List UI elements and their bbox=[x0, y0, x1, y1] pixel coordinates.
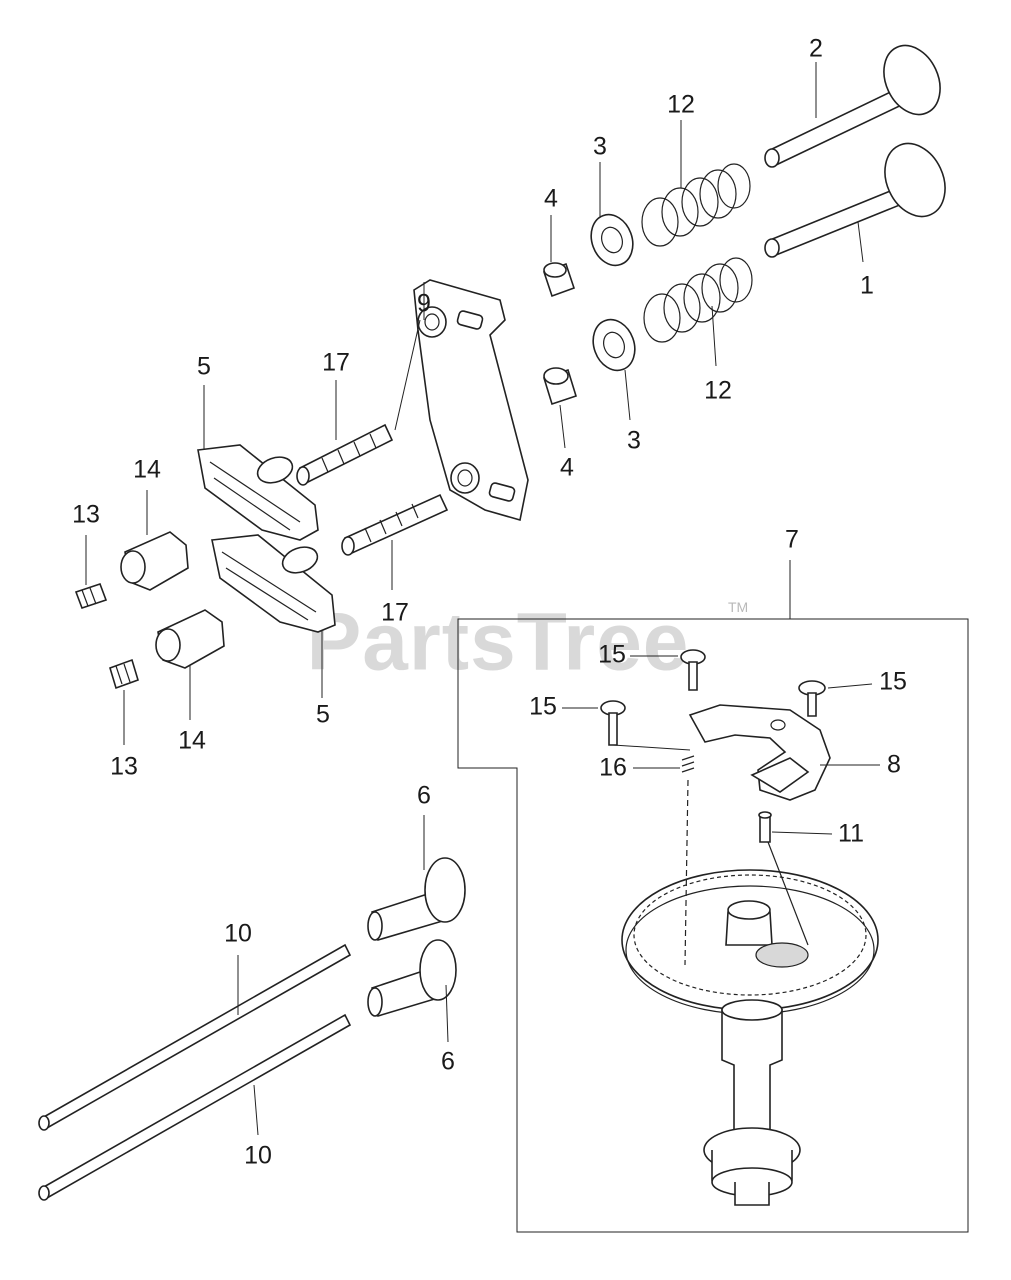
valve-spring-lower[interactable] bbox=[643, 257, 753, 343]
adjuster-nut-lower[interactable] bbox=[155, 609, 225, 669]
rocker-arm-upper[interactable] bbox=[197, 444, 319, 541]
tappet-upper[interactable] bbox=[367, 857, 466, 942]
leader-3b bbox=[624, 369, 631, 421]
valve-keeper-upper[interactable] bbox=[542, 262, 576, 298]
callout-7: 7 bbox=[785, 526, 799, 554]
adjuster-nut-upper[interactable] bbox=[120, 531, 189, 591]
rocker-stud-upper[interactable] bbox=[296, 423, 394, 486]
leader-11 bbox=[771, 831, 833, 835]
callout-13b: 13 bbox=[110, 753, 138, 781]
watermark-tm: TM bbox=[728, 599, 748, 615]
leader-15c-join bbox=[612, 744, 691, 751]
rocker-arm-lower[interactable] bbox=[211, 534, 336, 633]
valve-spring-upper[interactable] bbox=[641, 163, 751, 247]
spring-retainer-upper[interactable] bbox=[584, 209, 639, 272]
rivet-pin-a[interactable] bbox=[680, 649, 706, 691]
decomp-spring-16[interactable] bbox=[681, 755, 695, 966]
leader-17a-dash bbox=[394, 319, 421, 431]
leader-4b bbox=[559, 404, 566, 449]
callout-3a: 3 bbox=[593, 133, 607, 161]
callout-15b: 15 bbox=[879, 668, 907, 696]
rivet-pin-b[interactable] bbox=[798, 680, 826, 717]
callout-6b: 6 bbox=[441, 1048, 455, 1076]
callout-8: 8 bbox=[887, 751, 901, 779]
tappet-lower[interactable] bbox=[367, 939, 457, 1018]
callout-13a: 13 bbox=[72, 501, 100, 529]
callout-10a: 10 bbox=[224, 920, 252, 948]
callout-5b: 5 bbox=[316, 701, 330, 729]
callout-15c: 15 bbox=[529, 693, 557, 721]
callout-1: 1 bbox=[860, 272, 874, 300]
callout-4a: 4 bbox=[544, 185, 558, 213]
leader-6b bbox=[445, 984, 449, 1043]
guide-plate-9[interactable] bbox=[413, 279, 529, 522]
rivet-pin-c[interactable] bbox=[600, 700, 626, 746]
spring-retainer-lower[interactable] bbox=[586, 314, 641, 377]
valve-1[interactable] bbox=[764, 134, 956, 258]
adjust-screw-upper[interactable] bbox=[74, 582, 108, 610]
leader-1 bbox=[857, 221, 864, 263]
adjust-screw-lower[interactable] bbox=[109, 658, 139, 690]
callout-17a: 17 bbox=[322, 349, 350, 377]
callout-5a: 5 bbox=[197, 353, 211, 381]
callout-6a: 6 bbox=[417, 782, 431, 810]
rocker-stud-lower[interactable] bbox=[341, 493, 449, 556]
leader-12b bbox=[711, 305, 717, 367]
callout-12b: 12 bbox=[704, 377, 732, 405]
callout-2: 2 bbox=[809, 35, 823, 63]
assembly-7-box bbox=[457, 618, 969, 1233]
callout-4b: 4 bbox=[560, 454, 574, 482]
valve-keeper-lower[interactable] bbox=[543, 367, 577, 406]
callout-16: 16 bbox=[599, 754, 627, 782]
callout-14a: 14 bbox=[133, 456, 161, 484]
push-rod-upper[interactable] bbox=[38, 943, 352, 1131]
callout-12a: 12 bbox=[667, 91, 695, 119]
callout-15a: 15 bbox=[598, 641, 626, 669]
leader-10b bbox=[253, 1084, 259, 1136]
cam-boss[interactable] bbox=[725, 900, 809, 968]
callout-17b: 17 bbox=[381, 599, 409, 627]
leader-15b bbox=[827, 683, 873, 689]
camshaft[interactable] bbox=[703, 999, 801, 1206]
callout-9: 9 bbox=[417, 290, 431, 318]
valve-2[interactable] bbox=[764, 36, 951, 168]
watermark: PartsTree bbox=[307, 597, 690, 688]
decomp-pin-11[interactable] bbox=[758, 811, 809, 946]
callout-11: 11 bbox=[838, 820, 864, 848]
push-rod-lower[interactable] bbox=[38, 1013, 352, 1201]
callout-14b: 14 bbox=[178, 727, 206, 755]
decompression-weight-8[interactable] bbox=[688, 704, 831, 801]
callout-10b: 10 bbox=[244, 1142, 272, 1170]
callout-3b: 3 bbox=[627, 427, 641, 455]
